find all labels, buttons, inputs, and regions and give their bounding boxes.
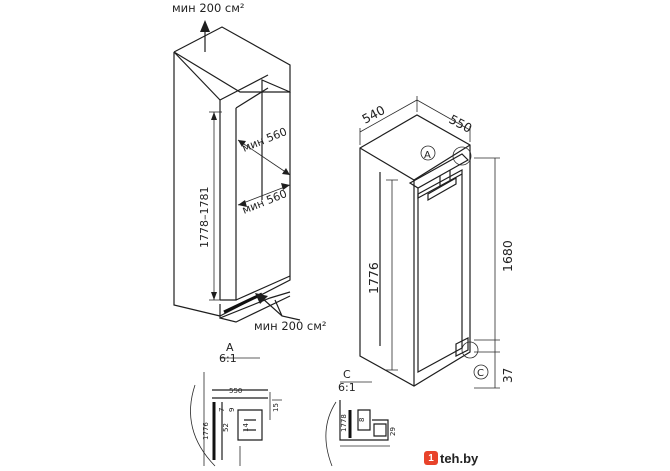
vent-bottom-label: мин 200 см² bbox=[254, 319, 327, 333]
detail-c-dim-29: 29 bbox=[389, 427, 397, 436]
detail-c-scale: 6:1 bbox=[338, 381, 356, 394]
detail-c-dim-1778: 1778 bbox=[340, 414, 348, 432]
detail-a-dim-52: 52 bbox=[222, 423, 230, 432]
marker-a-label: A bbox=[424, 150, 431, 161]
watermark-badge: 1 bbox=[424, 451, 438, 465]
niche-depth-label-2: мин 560 bbox=[240, 187, 289, 217]
detail-a-dim-1776: 1776 bbox=[202, 422, 210, 440]
niche-cabinet bbox=[173, 20, 301, 323]
detail-a-dim-9: 9 bbox=[228, 408, 236, 412]
detail-a bbox=[190, 357, 282, 467]
watermark: 1 teh.by bbox=[424, 448, 478, 468]
detail-a-title: A bbox=[226, 341, 234, 354]
unit-height-total-label: 1776 bbox=[366, 262, 381, 294]
detail-a-dim-15: 15 bbox=[272, 403, 280, 412]
fridge-unit bbox=[359, 96, 500, 389]
detail-c-title: C bbox=[343, 368, 351, 381]
detail-a-dim-550: 550 bbox=[229, 387, 242, 395]
detail-a-dim-7: 7 bbox=[218, 408, 226, 412]
marker-c-label: C bbox=[477, 368, 484, 379]
watermark-text: teh.by bbox=[440, 450, 479, 466]
vent-top-label: мин 200 см² bbox=[172, 1, 245, 15]
detail-c bbox=[325, 381, 390, 467]
unit-width-label: 540 bbox=[359, 102, 387, 126]
detail-a-dim-14: 14 bbox=[242, 423, 250, 432]
niche-depth-label-1: мин 560 bbox=[240, 125, 289, 155]
detail-c-dim-8: 8 bbox=[358, 418, 366, 422]
unit-height-door-label: 1680 bbox=[500, 240, 515, 272]
unit-depth-label: 550 bbox=[447, 111, 475, 135]
niche-height-label: 1778–1781 bbox=[198, 187, 211, 249]
detail-a-scale: 6:1 bbox=[219, 352, 237, 365]
bottom-gap-label: 37 bbox=[501, 368, 515, 383]
